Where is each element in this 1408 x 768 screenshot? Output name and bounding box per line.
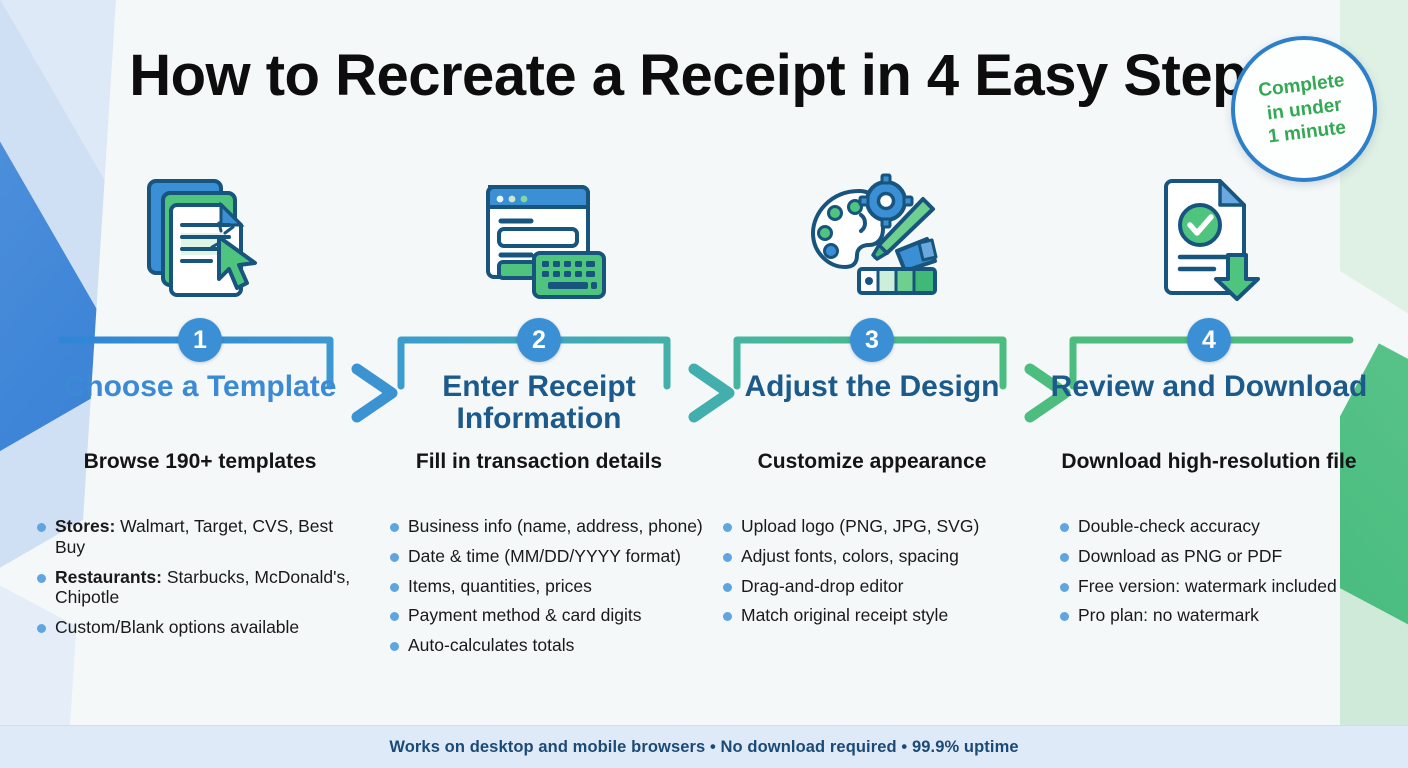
bullet-text: Custom/Blank options available: [55, 617, 300, 638]
list-item: Payment method & card digits: [385, 605, 707, 626]
step-2-bullets: Business info (name, address, phone) Dat…: [385, 516, 707, 665]
timeline-rail: 1 2 3 4: [0, 318, 1408, 428]
list-item: Upload logo (PNG, JPG, SVG): [718, 516, 1040, 537]
step-3-bullets: Upload logo (PNG, JPG, SVG) Adjust fonts…: [718, 516, 1040, 635]
step-4-bullets: Double-check accuracy Download as PNG or…: [1055, 516, 1377, 635]
footer-text: Works on desktop and mobile browsers • N…: [389, 737, 1019, 756]
bullet-text: Starbucks, McDonald's, Chipotle: [55, 566, 351, 608]
step-4-headline: Review and Download: [1050, 370, 1368, 403]
list-item: Pro plan: no watermark: [1055, 605, 1377, 626]
step-marker-2[interactable]: 2: [517, 318, 561, 362]
step-2-subhead: Fill in transaction details: [415, 450, 663, 473]
bullet-label: Stores:: [55, 516, 116, 536]
step-3-subhead: Customize appearance: [757, 450, 987, 473]
list-item: Match original receipt style: [718, 605, 1040, 626]
step-column-1: Choose a Template Browse 190+ templates …: [32, 168, 368, 637]
list-item: Drag-and-drop editor: [718, 576, 1040, 597]
browser-form-keyboard-icon: [371, 168, 707, 308]
step-4-subhead: Download high-resolution file: [1061, 450, 1357, 473]
step-3-headline: Adjust the Design: [744, 370, 1000, 403]
list-item: Auto-calculates totals: [385, 635, 707, 656]
step-column-3: Adjust the Design Customize appearance U…: [704, 168, 1040, 625]
footer-bar: Works on desktop and mobile browsers • N…: [0, 725, 1408, 768]
list-item: Date & time (MM/DD/YYYY format): [385, 546, 707, 567]
list-item: Restaurants: Starbucks, McDonald's, Chip…: [32, 567, 368, 609]
list-item: Custom/Blank options available: [32, 617, 368, 638]
step-1-headline: Choose a Template: [63, 370, 337, 403]
step-marker-1[interactable]: 1: [178, 318, 222, 362]
palette-brush-gear-icon: [704, 168, 1040, 308]
step-column-4: Review and Download Download high-resolu…: [1041, 168, 1377, 625]
step-1-bullets: Stores: Walmart, Target, CVS, Best Buy R…: [32, 516, 368, 647]
step-2-headline: Enter Receipt Information: [442, 370, 636, 436]
step-marker-4[interactable]: 4: [1187, 318, 1231, 362]
document-check-download-icon: [1041, 168, 1377, 308]
list-item: Download as PNG or PDF: [1055, 546, 1377, 567]
bullet-label: Restaurants:: [55, 566, 162, 587]
list-item: Stores: Walmart, Target, CVS, Best Buy: [32, 516, 368, 558]
page-title: How to Recreate a Receipt in 4 Easy Step…: [129, 43, 1279, 108]
stacked-documents-cursor-icon: [32, 168, 368, 308]
step-1-subhead: Browse 190+ templates: [83, 450, 317, 473]
step-column-2: Enter Receipt Information Fill in transa…: [371, 168, 707, 655]
list-item: Business info (name, address, phone): [385, 516, 707, 537]
step-marker-3[interactable]: 3: [850, 318, 894, 362]
bullet-text: Walmart, Target, CVS, Best Buy: [55, 516, 334, 557]
list-item: Items, quantities, prices: [385, 576, 707, 597]
list-item: Adjust fonts, colors, spacing: [718, 546, 1040, 567]
list-item: Double-check accuracy: [1055, 516, 1377, 537]
complete-time-badge: Complete in under 1 minute: [1231, 36, 1377, 182]
list-item: Free version: watermark included: [1055, 576, 1377, 597]
